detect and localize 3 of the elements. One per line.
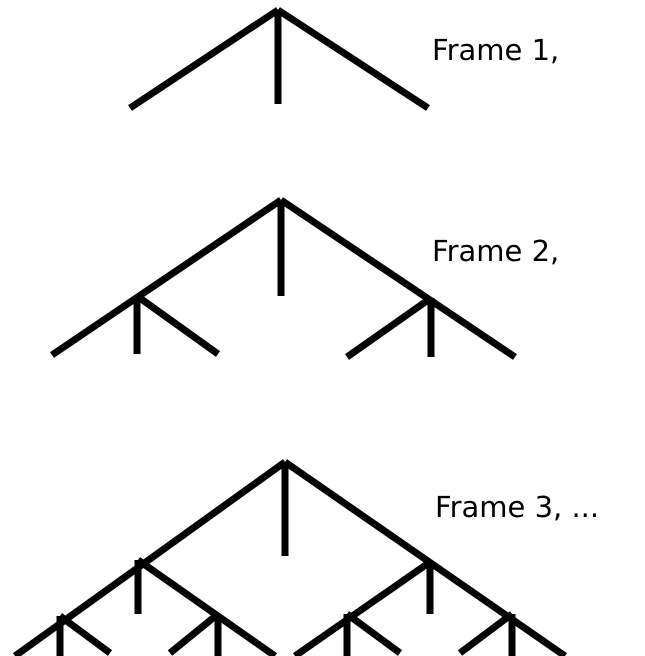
frame-label: Frame 1,: [432, 36, 560, 65]
frame-label: Frame 2,: [432, 237, 560, 266]
frame-label: Frame 3, ...: [435, 493, 600, 522]
